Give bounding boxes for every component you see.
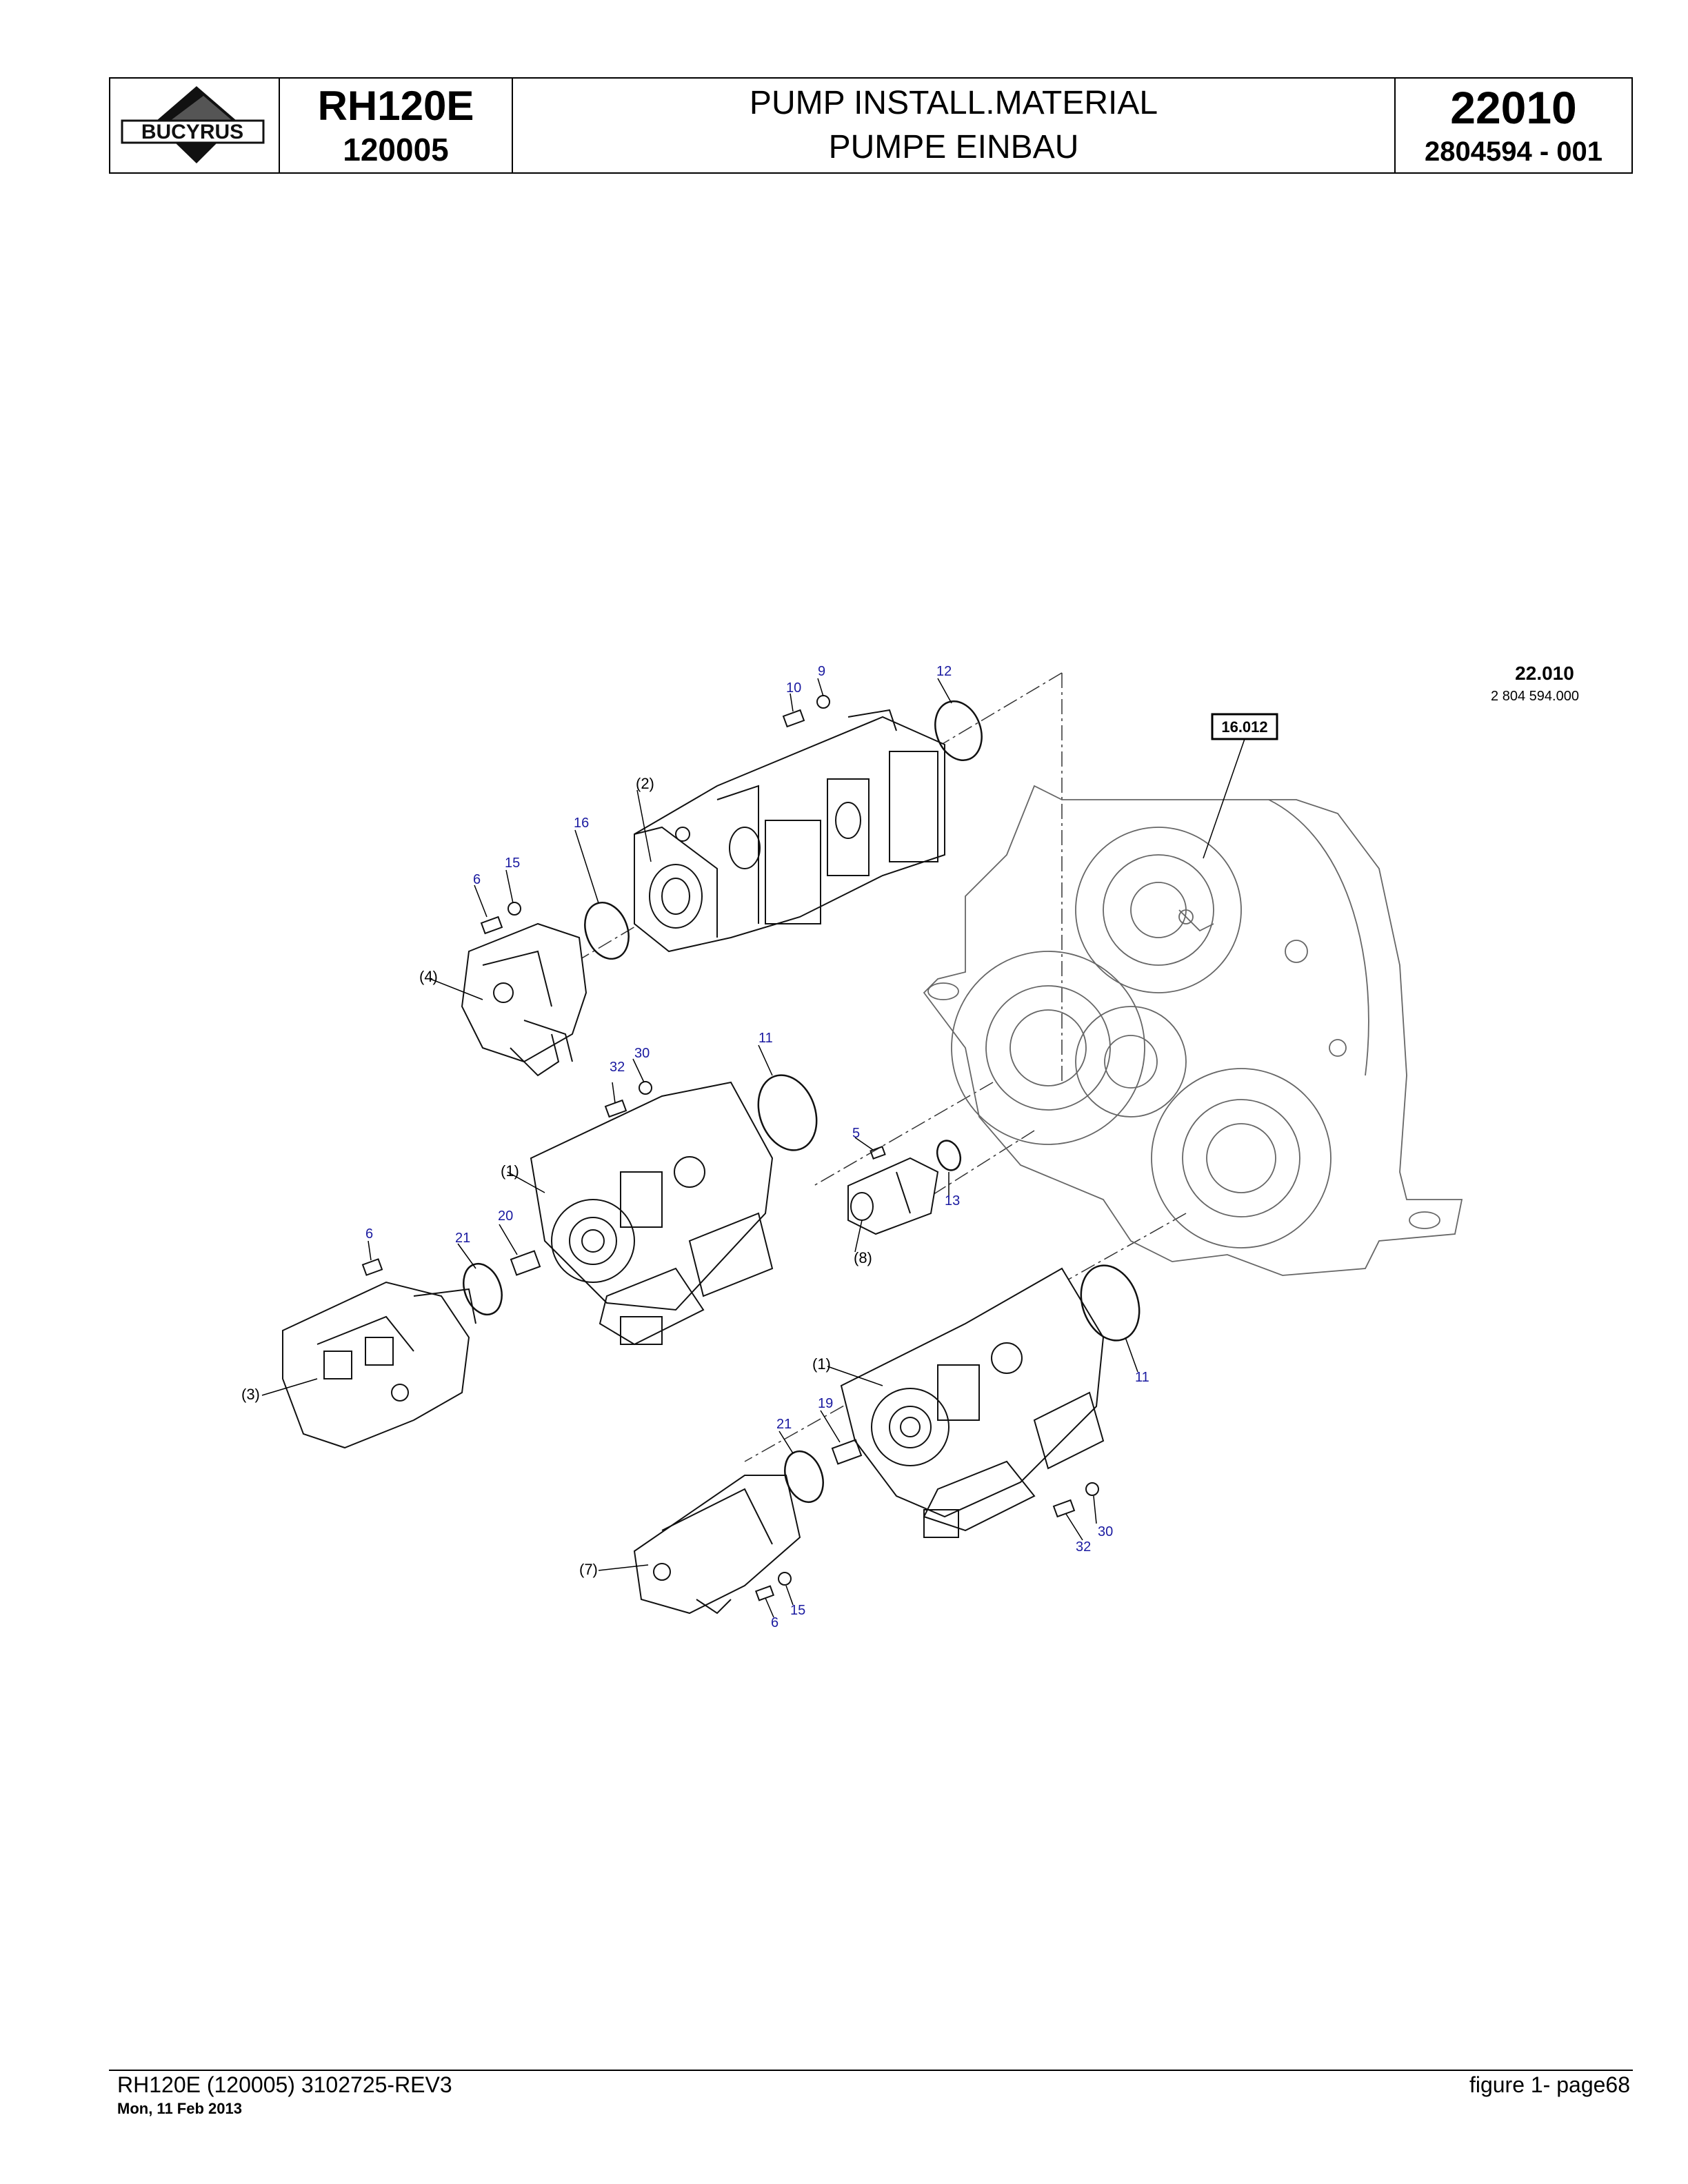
model-serial: 120005 bbox=[343, 132, 449, 168]
callout-label: 20 bbox=[498, 1209, 513, 1224]
footer-page-ref: figure 1- page68 bbox=[1469, 2072, 1630, 2097]
coupling-housing-item-3 bbox=[282, 1281, 476, 1449]
callout-label: 6 bbox=[473, 872, 481, 887]
callout-label: 32 bbox=[1076, 1539, 1091, 1555]
callout-label: (2) bbox=[636, 775, 654, 792]
callout-label: 6 bbox=[365, 1226, 373, 1242]
callout-label: 6 bbox=[771, 1615, 778, 1630]
gearbox-housing bbox=[923, 785, 1463, 1276]
title-german: PUMPE EINBAU bbox=[828, 129, 1079, 165]
pump-item-1-lower bbox=[840, 1267, 1105, 1538]
number-cell: 22010 2804594 - 001 bbox=[1396, 79, 1631, 172]
callout-label: 15 bbox=[790, 1603, 805, 1618]
callout-label: 5 bbox=[852, 1126, 860, 1141]
pump-item-4 bbox=[461, 922, 587, 1077]
callout-label: 30 bbox=[634, 1046, 650, 1061]
pump-item-8 bbox=[847, 1157, 939, 1235]
callout-label: 30 bbox=[1098, 1524, 1113, 1539]
callout-label: 11 bbox=[1135, 1370, 1149, 1385]
o-rings bbox=[463, 700, 1141, 1504]
callout-label: 15 bbox=[505, 856, 520, 871]
callout-label: 9 bbox=[818, 664, 825, 679]
reference-box: 16.012 bbox=[1203, 713, 1278, 859]
callout-label: 21 bbox=[776, 1417, 792, 1432]
callout-label: 13 bbox=[945, 1193, 960, 1209]
callout-label: (3) bbox=[241, 1386, 260, 1403]
callout-label: 10 bbox=[786, 680, 801, 696]
callout-label: (7) bbox=[579, 1561, 598, 1578]
tandem-pump-upper bbox=[634, 709, 945, 953]
leader-lines bbox=[261, 678, 1138, 1618]
footer-document-id: RH120E (120005) 3102725-REV3 bbox=[117, 2072, 452, 2097]
pump-item-1-upper bbox=[530, 1081, 774, 1346]
ref-part-number: 2 804 594.000 bbox=[1491, 689, 1579, 704]
callout-label: 32 bbox=[610, 1060, 625, 1075]
title-block: BUCYRUS RH120E 120005 PUMP INSTALL.MATER… bbox=[109, 77, 1633, 174]
part-number: 2804594 - 001 bbox=[1424, 136, 1602, 167]
model-cell: RH120E 120005 bbox=[280, 79, 513, 172]
logo-text: BUCYRUS bbox=[141, 121, 243, 143]
drawing-number: 22010 bbox=[1450, 82, 1577, 133]
callout-label: 19 bbox=[818, 1396, 833, 1411]
model-name: RH120E bbox=[317, 83, 474, 129]
callout-label: (8) bbox=[854, 1249, 872, 1266]
bucyrus-logo: BUCYRUS bbox=[121, 86, 265, 163]
callout-label: (4) bbox=[419, 968, 438, 985]
ref-box-label: 16.012 bbox=[1221, 718, 1267, 736]
fasteners bbox=[361, 695, 1099, 1601]
callout-label: 16 bbox=[574, 816, 589, 831]
pump-item-7 bbox=[633, 1475, 801, 1615]
callout-label: 12 bbox=[936, 664, 952, 679]
callout-label: (1) bbox=[812, 1355, 831, 1373]
title-cell: PUMP INSTALL.MATERIAL PUMPE EINBAU bbox=[513, 79, 1396, 172]
ref-group-number: 22.010 bbox=[1515, 663, 1574, 684]
footer-rule bbox=[109, 2070, 1633, 2071]
logo-cell: BUCYRUS bbox=[110, 79, 280, 172]
title-english: PUMP INSTALL.MATERIAL bbox=[749, 85, 1158, 121]
callout-labels: 9 10 12 (2) 16 15 6 (4) 11 30 32 5 (1) 1… bbox=[241, 664, 1149, 1630]
callout-label: 11 bbox=[758, 1031, 773, 1046]
footer-date: Mon, 11 Feb 2013 bbox=[117, 2100, 242, 2117]
callout-label: 21 bbox=[455, 1231, 470, 1246]
callout-label: (1) bbox=[501, 1162, 519, 1180]
